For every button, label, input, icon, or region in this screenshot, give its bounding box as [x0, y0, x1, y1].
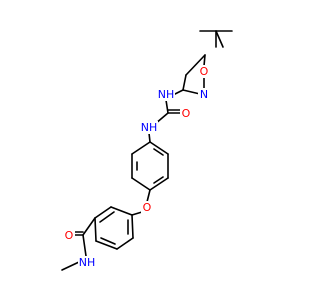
bond-isox-n-c3	[182, 89, 201, 95]
atom-amide-nh: NH	[78, 256, 96, 269]
bond-ph1-in-2	[153, 176, 164, 184]
atom-label-ether-o: O	[143, 201, 152, 214]
atom-label-urea-nh-lower: NH	[141, 121, 158, 134]
atom-urea-nh-lower: NH	[140, 121, 158, 134]
atom-urea-o: O	[180, 107, 192, 120]
bond-ph1-o	[146, 189, 151, 203]
bond-ph2-b	[94, 206, 112, 219]
bond-ph2-c	[94, 217, 97, 242]
bond-ph1-a	[149, 141, 169, 155]
bond-ph2-e	[116, 237, 134, 250]
bond-isox-c3-c4	[182, 74, 187, 91]
bond-o-ph2	[131, 211, 143, 216]
bond-isox-c5-o	[203, 54, 206, 67]
atom-label-amide-nh: NH	[79, 256, 96, 269]
bond-ph1-in-1	[153, 148, 164, 156]
atom-label-amide-o: O	[65, 229, 74, 242]
atom-label-isoxazole-n: N	[200, 88, 208, 101]
bond-nh2-ph1	[148, 132, 151, 143]
bond-nh-curea	[165, 99, 169, 114]
bond-ph1-c	[149, 177, 169, 191]
bond-ph1-d	[131, 177, 151, 191]
bond-ph2-in-1	[99, 211, 115, 223]
atom-labels: O N NH O NH O O NH	[63, 65, 210, 269]
bond-camide-nh	[82, 234, 87, 257]
bond-tbu-d	[215, 30, 224, 48]
atom-isoxazole-o: O	[198, 65, 210, 78]
atom-label-isoxazole-o: O	[200, 65, 209, 78]
atom-ether-o: O	[141, 201, 153, 214]
bond-ph1-f	[131, 141, 151, 155]
atom-amide-o: O	[63, 229, 75, 242]
bond-ph2-in-2	[100, 237, 116, 245]
bond-ph2-f	[131, 214, 134, 239]
atom-label-urea-o: O	[182, 107, 191, 120]
molecule-structure: O N NH O NH O O NH	[61, 30, 233, 271]
atom-urea-nh-upper: NH	[157, 88, 175, 101]
atom-isoxazole-n: N	[198, 88, 210, 101]
bond-c3-nh	[174, 89, 184, 95]
bond-ph2-camide	[82, 217, 96, 236]
bond-ph2-d	[95, 240, 118, 250]
bond-ph2-a	[110, 206, 133, 216]
atom-label-urea-nh-upper: NH	[158, 88, 175, 101]
bond-isox-c4-c5	[185, 54, 206, 76]
bond-nh-me	[61, 261, 80, 271]
